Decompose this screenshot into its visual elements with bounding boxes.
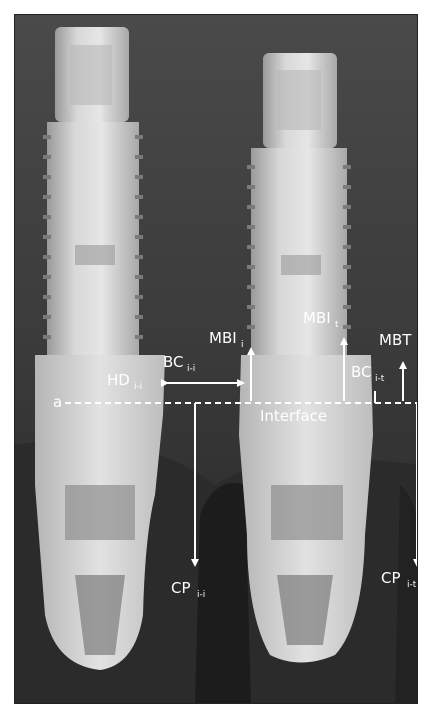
label-interface: Interface xyxy=(260,407,327,425)
left-crown-core xyxy=(65,485,135,540)
right-implant-top-core xyxy=(277,70,321,130)
label-bc-right-sub: i-t xyxy=(375,374,385,384)
label-bc-right-main: BC xyxy=(351,363,372,381)
label-mbi-i-main: MBI xyxy=(209,329,237,347)
label-mbi-i-sub: i xyxy=(241,340,244,350)
label-cp-right-sub: i-t xyxy=(407,580,417,590)
label-mbt: MBT xyxy=(379,331,412,349)
left-implant-band xyxy=(75,245,115,265)
label-hd-main: HD xyxy=(107,371,130,389)
right-implant-band xyxy=(281,255,321,275)
right-crown-core xyxy=(271,485,343,540)
label-hd-sub: i-i xyxy=(134,382,142,392)
label-a: a xyxy=(53,393,62,411)
radiograph-svg: a HD i-i BC i-i MBI i MBI t xyxy=(15,15,418,704)
left-implant-body xyxy=(47,122,139,355)
label-cp-left-main: CP xyxy=(171,579,191,597)
label-bc-left-sub: i-i xyxy=(187,364,195,374)
radiograph-panel: a HD i-i BC i-i MBI i MBI t xyxy=(14,14,418,704)
label-bc-left-main: BC xyxy=(163,353,184,371)
left-implant-top-core xyxy=(70,45,112,105)
right-implant-body xyxy=(251,148,347,355)
label-mbi-t-sub: t xyxy=(335,320,339,330)
label-mbi-t-main: MBI xyxy=(303,309,331,327)
label-cp-left-sub: i-i xyxy=(197,590,205,600)
label-cp-right-main: CP xyxy=(381,569,401,587)
